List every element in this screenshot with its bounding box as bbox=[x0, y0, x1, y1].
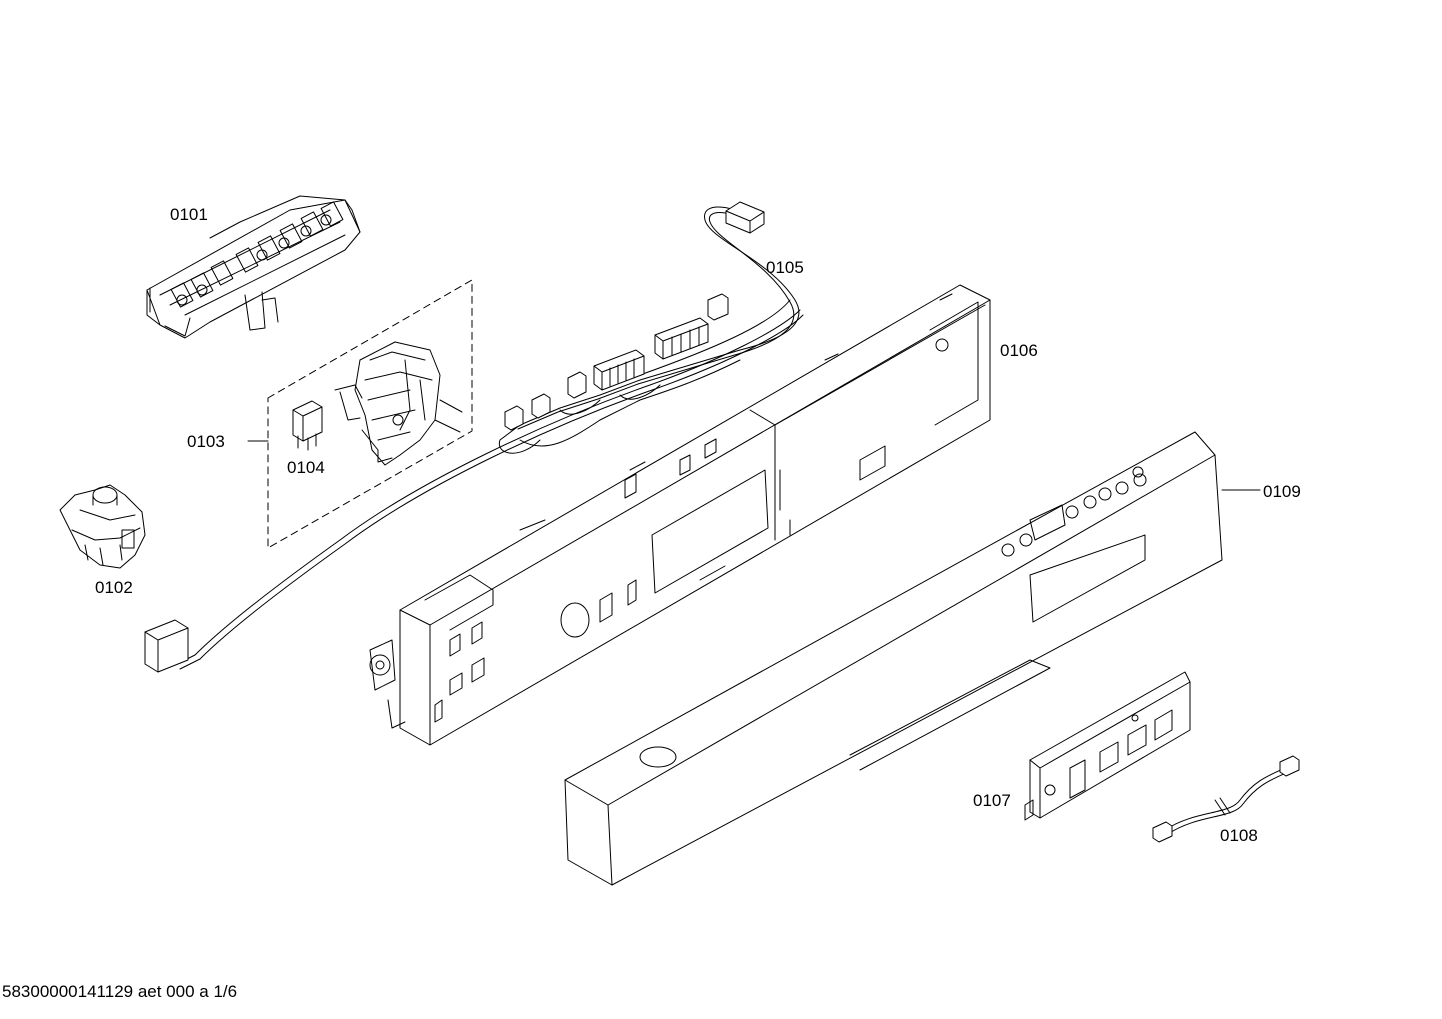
part-0109-fascia-panel bbox=[565, 432, 1260, 885]
drawing-reference-footer: 58300000141129 aet 000 a 1/6 bbox=[2, 982, 238, 1001]
label-0102: 0102 bbox=[95, 578, 133, 597]
label-0105: 0105 bbox=[766, 258, 804, 277]
label-0106: 0106 bbox=[1000, 341, 1038, 360]
part-0104-relay bbox=[293, 401, 322, 450]
label-0104: 0104 bbox=[287, 458, 325, 477]
part-0105-wiring-harness bbox=[145, 202, 803, 672]
part-0102-pressure-switch bbox=[60, 485, 145, 568]
group-0103-boundary bbox=[248, 280, 472, 548]
part-0103-switch-assembly bbox=[335, 342, 462, 465]
part-0108-cable bbox=[1153, 756, 1299, 842]
part-0101-terminal-block bbox=[147, 196, 360, 338]
label-0109: 0109 bbox=[1263, 482, 1301, 501]
label-0103: 0103 bbox=[187, 432, 225, 451]
part-0107-electronic-module bbox=[1025, 672, 1190, 820]
label-0101: 0101 bbox=[170, 205, 208, 224]
label-0107: 0107 bbox=[973, 791, 1011, 810]
label-0108: 0108 bbox=[1220, 826, 1258, 845]
part-0106-control-frame bbox=[370, 285, 990, 745]
